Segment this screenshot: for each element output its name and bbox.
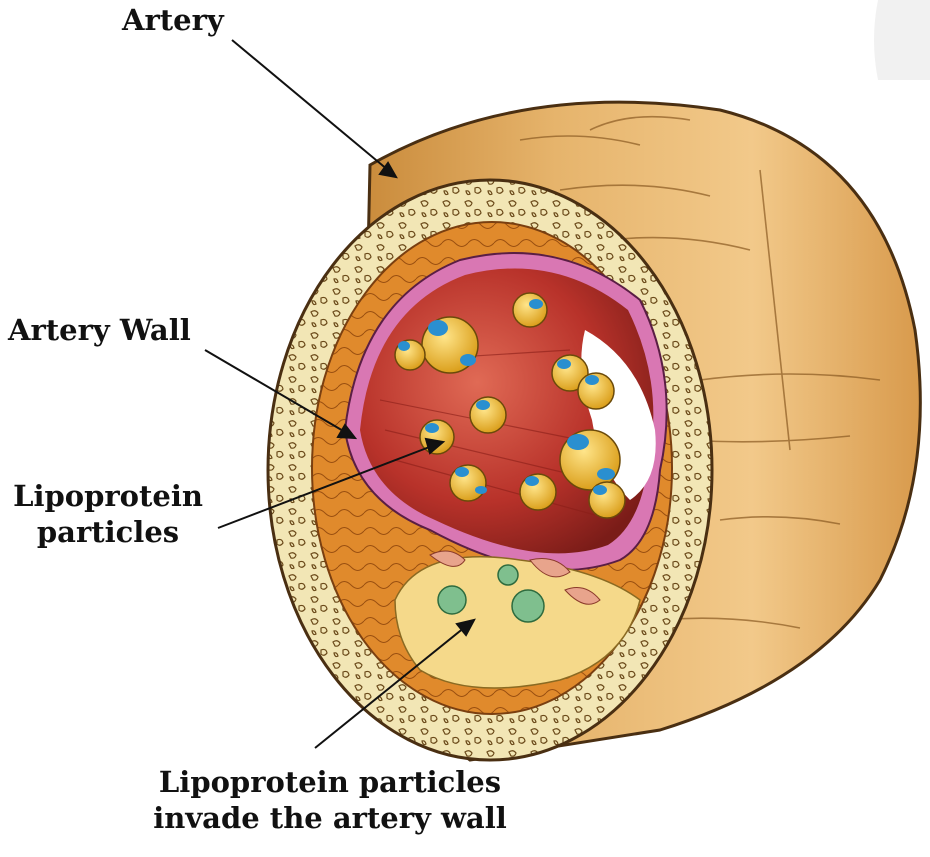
lipoprotein-particle [560,430,620,490]
lipoprotein-particle [513,293,547,327]
lipoprotein-particle [395,340,425,370]
lipoprotein-particle [589,482,625,518]
lipoprotein-particle [520,474,556,510]
label-lipoprotein-line1: Lipoprotein [8,478,208,514]
page-edge-mark [874,0,930,80]
lipoprotein-particle [578,373,614,409]
label-invade-artery-wall: Lipoprotein particles invade the artery … [120,764,540,837]
label-invade-line1: Lipoprotein particles [120,764,540,800]
label-artery-wall: Artery Wall [8,312,191,348]
artery-leader-arrow [232,40,396,177]
label-lipoprotein-line2: particles [8,514,208,550]
lipoprotein-particle [450,465,487,501]
label-lipoprotein-particles: Lipoprotein particles [8,478,208,551]
lipoprotein-particle [470,397,506,433]
label-invade-line2: invade the artery wall [120,800,540,836]
lipoprotein-particle [422,317,478,373]
label-artery: Artery [122,2,224,38]
